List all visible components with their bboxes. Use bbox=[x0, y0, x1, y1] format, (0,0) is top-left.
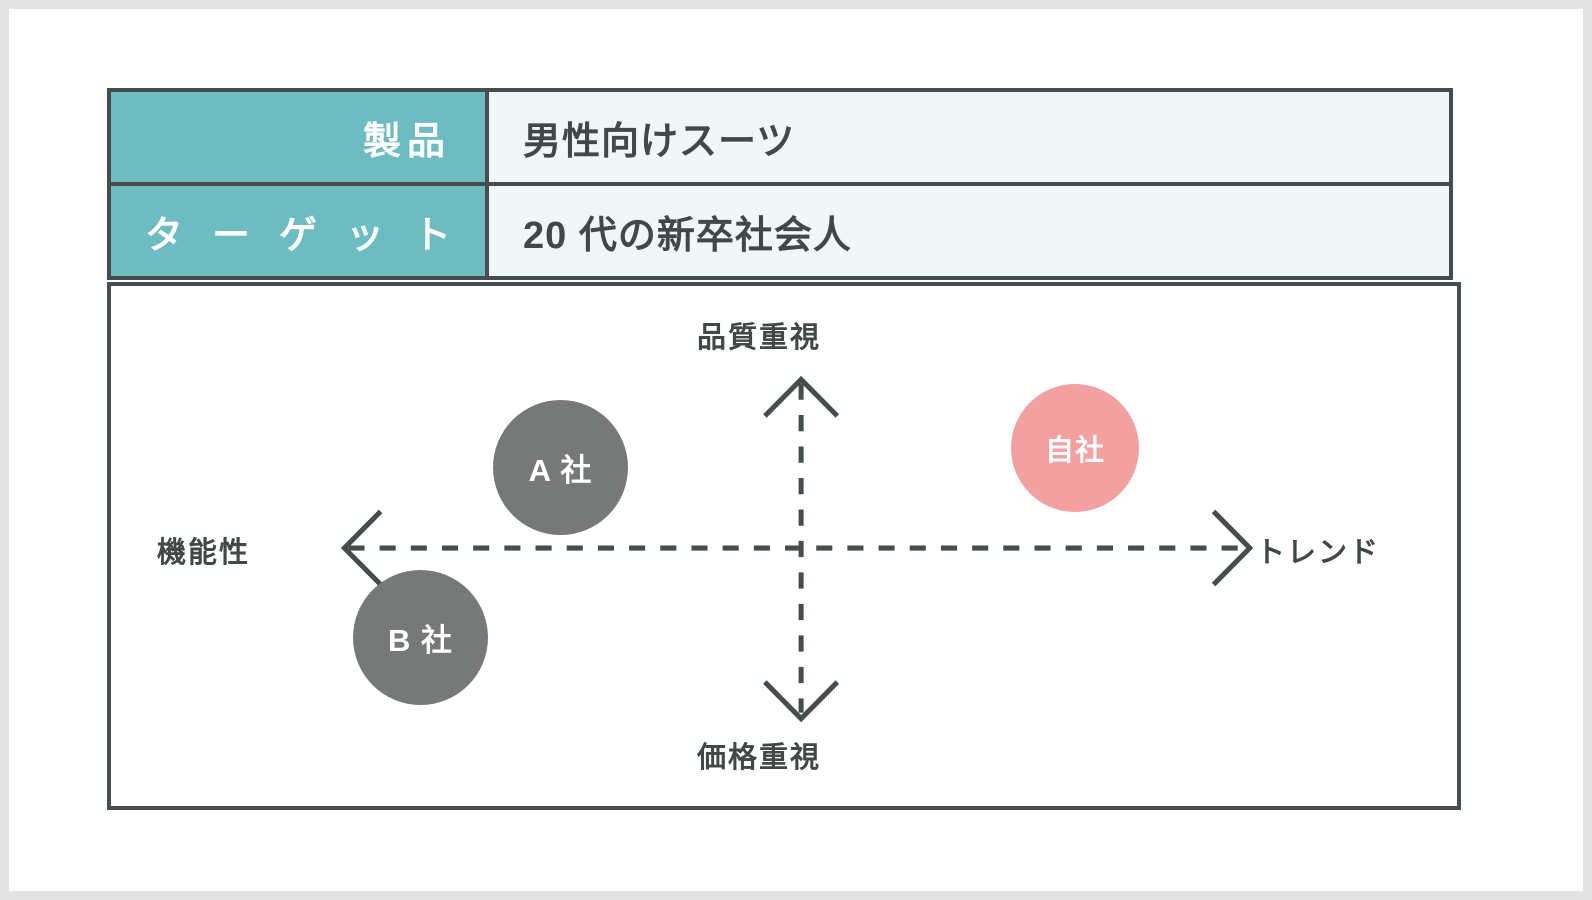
table-row: ターゲット 20 代の新卒社会人 bbox=[107, 182, 1453, 280]
spec-value-target: 20 代の新卒社会人 bbox=[485, 182, 1453, 280]
spec-key-target: ターゲット bbox=[107, 182, 489, 280]
bubble-label-company-b: B 社 bbox=[388, 623, 453, 658]
spec-key-product: 製品 bbox=[107, 88, 489, 186]
bubble-company-b: B 社 bbox=[353, 570, 488, 705]
bubble-company-a: A 社 bbox=[493, 400, 628, 535]
positioning-map-panel: 品質重視 価格重視 機能性 トレンド A 社 B 社 自社 bbox=[107, 282, 1461, 810]
spec-table: 製品 男性向けスーツ ターゲット 20 代の新卒社会人 bbox=[107, 88, 1453, 280]
positioning-map-plot: 品質重視 価格重視 機能性 トレンド A 社 B 社 自社 bbox=[111, 286, 1457, 806]
bubble-label-company-a: A 社 bbox=[528, 453, 593, 488]
page-card: 製品 男性向けスーツ ターゲット 20 代の新卒社会人 bbox=[9, 9, 1583, 891]
table-row: 製品 男性向けスーツ bbox=[107, 88, 1453, 186]
axis-label-trend: トレンド bbox=[1256, 537, 1381, 569]
axis-label-price: 価格重視 bbox=[697, 742, 822, 774]
arrow-right-icon bbox=[1211, 509, 1254, 587]
axis-label-quality: 品質重視 bbox=[697, 322, 822, 354]
bubble-own-company: 自社 bbox=[1011, 384, 1139, 512]
spec-value-product: 男性向けスーツ bbox=[485, 88, 1453, 186]
arrow-left-icon bbox=[340, 509, 383, 587]
arrow-down-icon bbox=[763, 680, 840, 723]
axis-cross-icon bbox=[340, 375, 1254, 723]
axis-label-functionality: 機能性 bbox=[157, 537, 251, 569]
arrow-up-icon bbox=[763, 375, 840, 418]
bubble-label-own-company: 自社 bbox=[1044, 435, 1105, 467]
